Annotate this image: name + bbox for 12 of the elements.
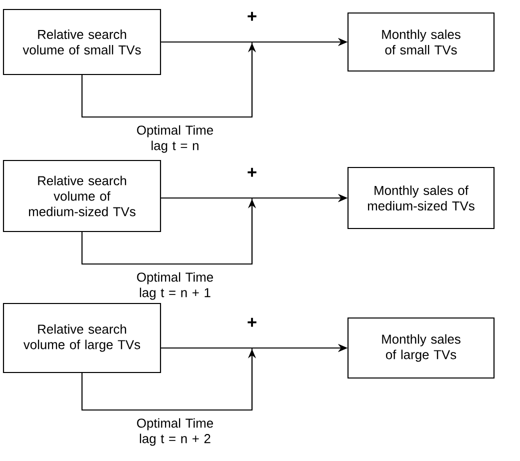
process-box: Relative search volume of large TVs [2, 302, 162, 374]
process-box: Relative search volume of small TVs [2, 8, 162, 76]
process-box: Monthly sales of small TVs [347, 12, 495, 72]
edge-label: Optimal Time lag t = n [137, 125, 213, 153]
plus-sign: + [248, 168, 256, 177]
plus-sign: + [248, 12, 256, 21]
process-box: Relative search volume of medium-sized TVs [2, 160, 162, 232]
edge-label: Optimal Time lag t = n + 2 [137, 418, 213, 446]
process-box: Monthly sales of large TVs [347, 317, 495, 379]
process-box: Monthly sales of medium-sized TVs [347, 166, 495, 230]
plus-sign: + [248, 318, 256, 327]
edge-label: Optimal Time lag t = n + 1 [137, 272, 213, 300]
